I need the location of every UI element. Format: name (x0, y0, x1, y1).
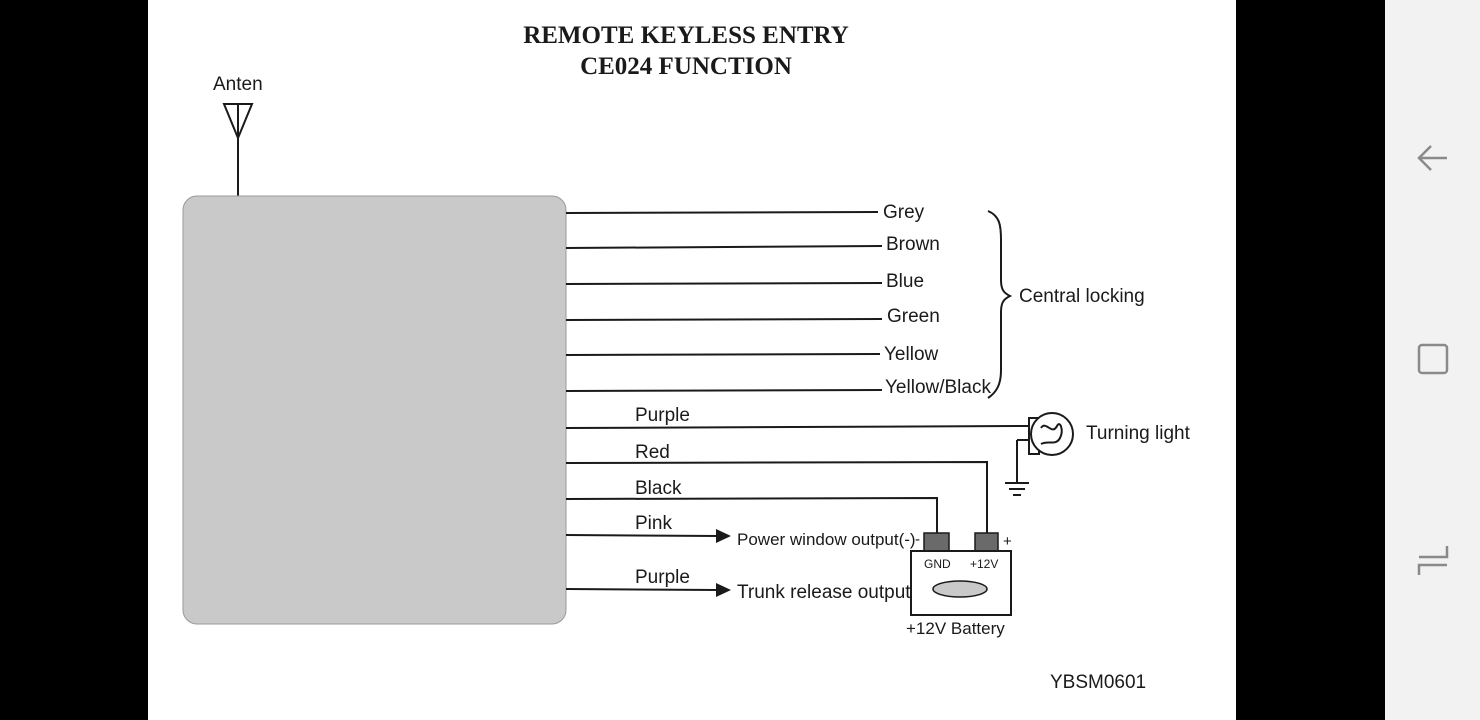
diagram-title-line2: CE024 FUNCTION (580, 53, 792, 80)
wire-label-brown: Brown (886, 234, 940, 255)
wiring-diagram: REMOTE KEYLESS ENTRY CE024 FUNCTION Ante… (182, 22, 1191, 693)
central-locking-brace (987, 210, 1013, 399)
document-page: REMOTE KEYLESS ENTRY CE024 FUNCTION Ante… (148, 0, 1236, 720)
wire-black (565, 496, 938, 533)
ground-symbol-icon (1005, 439, 1029, 496)
recents-square-icon (1417, 343, 1449, 375)
wire-purple-light (565, 425, 1029, 429)
antenna-label: Anten (213, 74, 263, 95)
battery-gnd-label: GND (924, 557, 951, 571)
central-locking-label: Central locking (1019, 286, 1145, 307)
power-window-label: Power window output(-) (737, 530, 916, 549)
back-arrow-icon (1417, 145, 1447, 171)
wire-label-pink: Pink (635, 513, 672, 534)
recents-button[interactable] (1402, 328, 1464, 390)
wire-label-grey: Grey (883, 202, 925, 223)
battery-label: +12V Battery (906, 619, 1005, 638)
wire-yellow-black (565, 389, 883, 392)
battery-12v-label: +12V (970, 557, 998, 571)
wire-blue (565, 282, 883, 285)
wire-green (565, 318, 883, 321)
turning-light-bulb-icon (1028, 412, 1074, 456)
pink-arrow-icon (716, 529, 731, 543)
trunk-arrow-icon (716, 583, 731, 597)
wire-purple-trunk (565, 588, 719, 591)
wire-pink (565, 534, 719, 537)
wire-yellow (565, 353, 881, 356)
wire-red (565, 460, 988, 533)
switch-apps-icon (1417, 546, 1449, 575)
wire-label-yellow: Yellow (884, 344, 939, 365)
turning-light-label: Turning light (1086, 423, 1191, 444)
control-module (182, 195, 567, 625)
wire-grey (565, 211, 879, 214)
switch-apps-button[interactable] (1402, 530, 1464, 592)
wire-label-blue: Blue (886, 271, 924, 292)
wire-label-purple-trunk: Purple (635, 567, 690, 588)
wire-label-green: Green (887, 306, 940, 327)
wire-label-black: Black (635, 478, 682, 499)
image-viewer: REMOTE KEYLESS ENTRY CE024 FUNCTION Ante… (148, 0, 1236, 720)
back-button[interactable] (1402, 127, 1464, 189)
battery-icon (910, 532, 1012, 616)
wire-label-yellow-black: Yellow/Black (885, 377, 991, 398)
trunk-release-label: Trunk release output (737, 582, 911, 603)
system-navigation-bar (1385, 0, 1480, 720)
wire-label-red: Red (635, 442, 670, 463)
diagram-code: YBSM0601 (1050, 672, 1146, 693)
battery-minus-sign: - (915, 531, 920, 548)
wire-brown (565, 245, 883, 249)
battery-plus-sign: + (1003, 533, 1012, 550)
antenna-icon (222, 103, 254, 196)
diagram-title-line1: REMOTE KEYLESS ENTRY (523, 22, 849, 49)
wire-label-purple-light: Purple (635, 405, 690, 426)
